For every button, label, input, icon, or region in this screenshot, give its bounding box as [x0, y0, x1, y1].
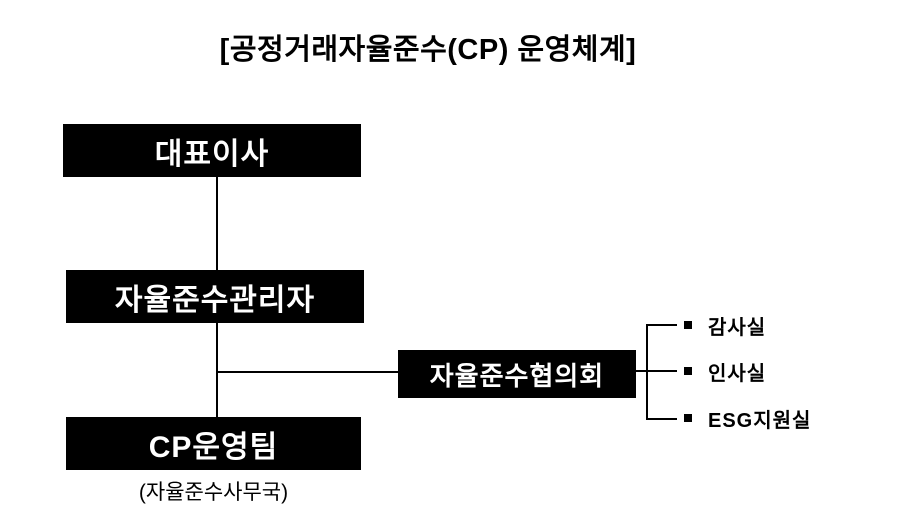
connector-trunk-to-council [216, 371, 398, 373]
council-member-label: ESG지원실 [708, 409, 812, 432]
council-member-label: 인사실 [708, 362, 767, 385]
council-member-label: 감사실 [708, 316, 767, 339]
bullet-square-icon [684, 321, 692, 329]
connector-council-to-bracket [636, 370, 677, 372]
connector-manager-to-team [216, 322, 218, 418]
bullet-square-icon [684, 414, 692, 422]
bracket-vertical-line [646, 324, 648, 420]
org-box-compliance-council: 자율준수협의회 [398, 350, 636, 398]
bracket-branch-top [646, 324, 677, 326]
list-item: 감사실 [684, 312, 767, 339]
cp-team-subtitle: (자율준수사무국) [138, 481, 289, 504]
org-box-ceo: 대표이사 [63, 124, 361, 177]
bullet-square-icon [684, 367, 692, 375]
org-box-compliance-manager: 자율준수관리자 [66, 270, 364, 323]
list-item: 인사실 [684, 358, 767, 385]
list-item: ESG지원실 [684, 405, 812, 432]
bracket-branch-bottom [646, 418, 677, 420]
connector-ceo-to-manager [216, 176, 218, 271]
diagram-title: [공정거래자율준수(CP) 운영체계] [219, 34, 637, 66]
org-box-cp-operations-team: CP운영팀 [66, 417, 361, 470]
